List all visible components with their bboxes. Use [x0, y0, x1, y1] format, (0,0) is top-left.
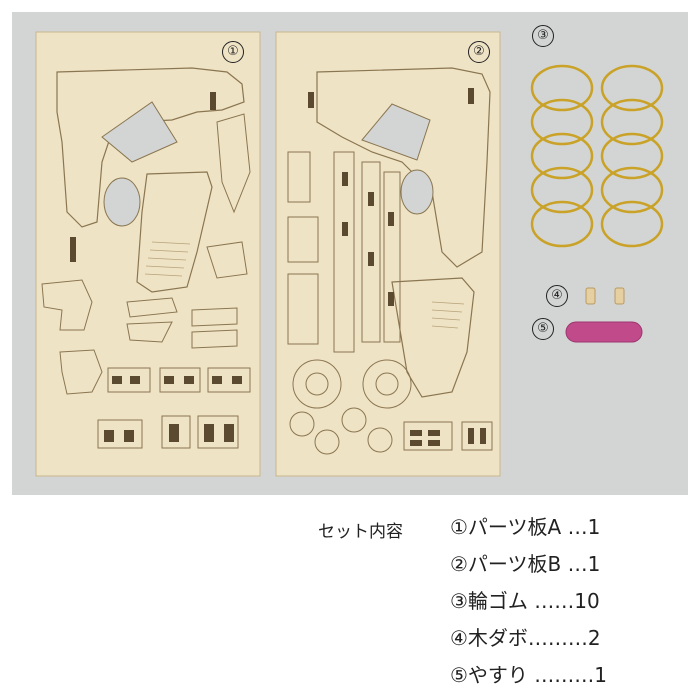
- parts-illustration: [35, 31, 664, 477]
- board-b: [275, 31, 501, 477]
- list-item: ②パーツ板B …1: [450, 552, 601, 576]
- board-b-number: ②: [468, 41, 490, 63]
- board-a: [35, 31, 261, 477]
- wooden-dowels: [585, 287, 625, 305]
- list-item: ③輪ゴム ……10: [450, 589, 600, 613]
- dowel-number: ④: [546, 285, 568, 307]
- list-item: ④木ダボ………2: [450, 626, 601, 650]
- list-item: ⑤やすり ………1: [450, 663, 608, 687]
- file-number: ⑤: [532, 318, 554, 340]
- rubber-band-number: ③: [532, 25, 554, 47]
- board-a-number: ①: [222, 41, 244, 63]
- sanding-file: [565, 321, 643, 343]
- set-contents-heading: セット内容: [318, 522, 403, 542]
- product-photo: ① ② ③ ④ ⑤: [12, 12, 688, 495]
- set-contents-list: ①パーツ板A …1 ②パーツ板B …1 ③輪ゴム ……10 ④木ダボ………2 ⑤…: [450, 510, 607, 695]
- list-item: ①パーツ板A …1: [450, 515, 601, 539]
- rubber-bands: [530, 64, 664, 248]
